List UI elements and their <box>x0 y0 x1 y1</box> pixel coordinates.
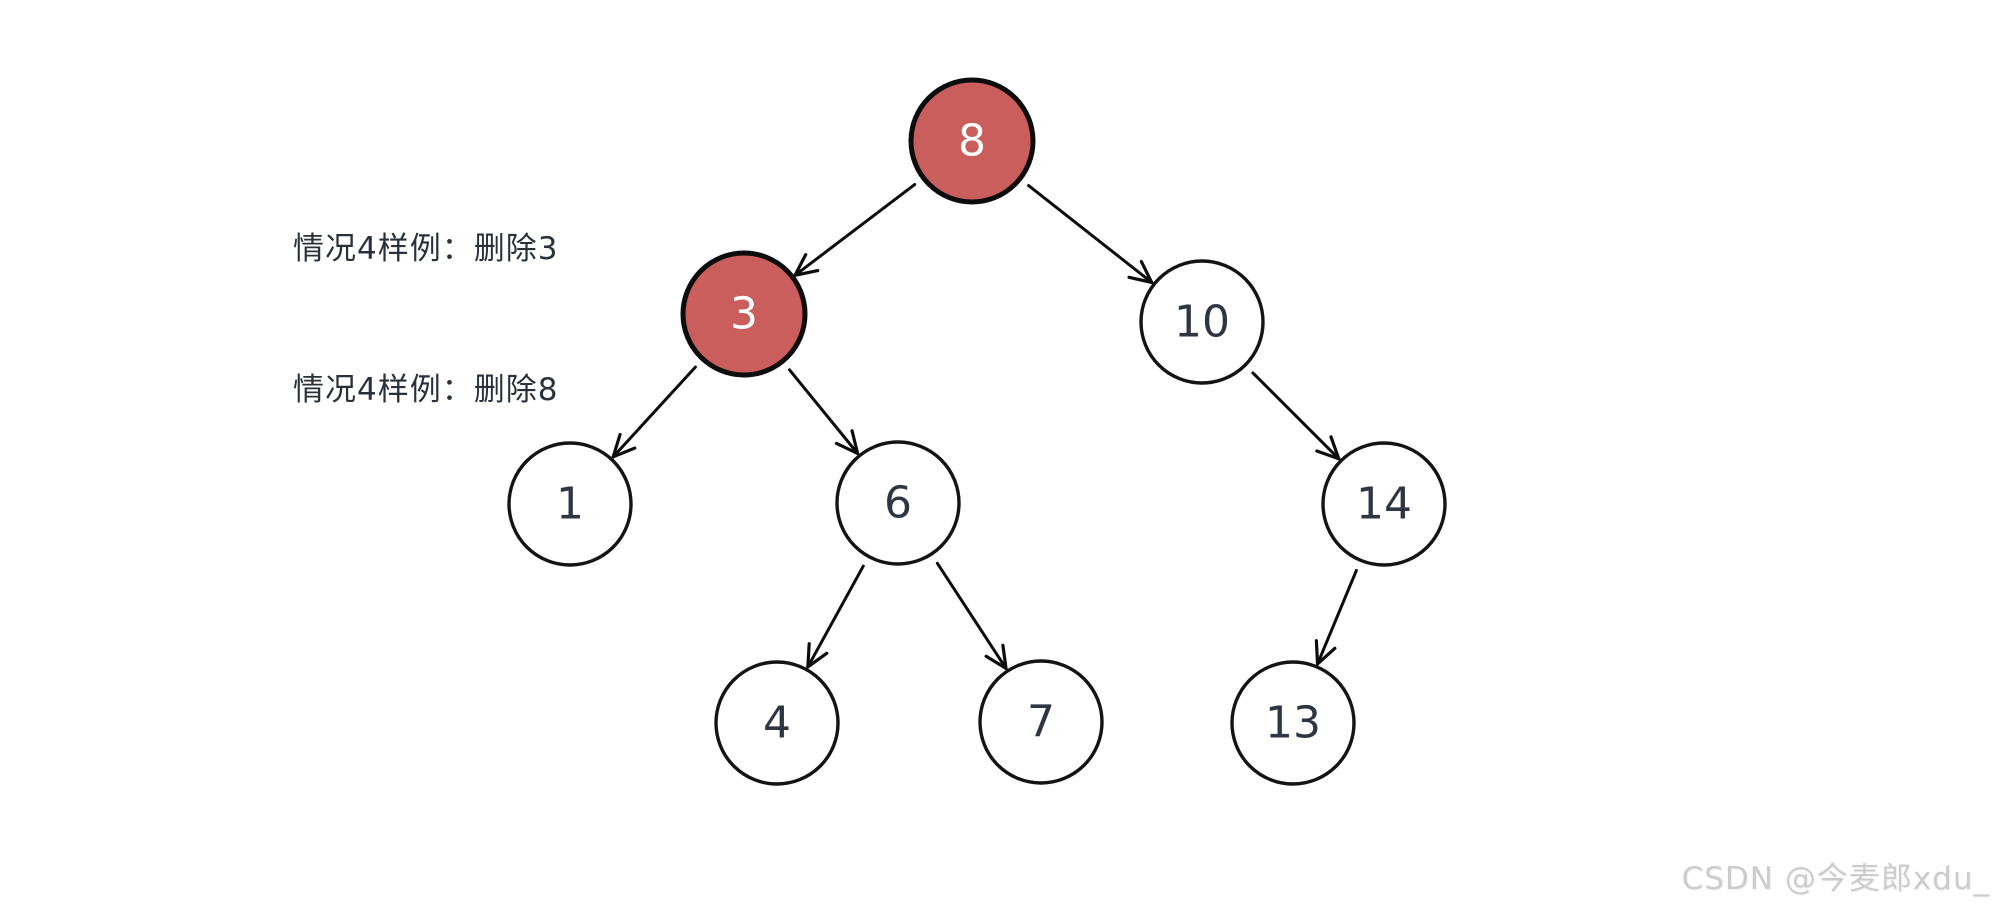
tree-node-label: 13 <box>1265 698 1321 749</box>
tree-node-6: 6 <box>835 440 961 566</box>
tree-edge-8-3 <box>793 183 917 277</box>
tree-node-circle <box>978 659 1104 785</box>
tree-node-label: 4 <box>763 698 791 749</box>
watermark: CSDN @今麦郎xdu_ <box>1681 861 1990 897</box>
tree-node-circle <box>680 250 808 378</box>
tree-node-label: 3 <box>730 289 758 340</box>
tree-node-4: 4 <box>714 660 840 786</box>
tree-edge-14-13 <box>1314 568 1358 666</box>
tree-edge-3-6 <box>787 368 860 455</box>
tree-node-7: 7 <box>978 659 1104 785</box>
tree-node-label: 1 <box>556 479 584 530</box>
tree-edge-3-1 <box>611 365 697 459</box>
tree-node-circle <box>1321 441 1447 567</box>
tree-edge-8-10 <box>1027 184 1154 285</box>
tree-edge-10-14 <box>1251 371 1341 461</box>
tree-node-label: 10 <box>1174 297 1230 348</box>
tree-node-1: 1 <box>507 441 633 567</box>
tree-node-label: 7 <box>1027 697 1055 748</box>
annotation-line-1: 情况4样例：删除3 <box>293 231 559 267</box>
tree-node-circle <box>714 660 840 786</box>
tree-node-circle <box>908 77 1036 205</box>
annotation-block: 情况4样例：删除3 情况4样例：删除8 <box>293 132 558 508</box>
tree-node-label: 14 <box>1356 479 1412 530</box>
tree-node-14: 14 <box>1321 441 1447 567</box>
tree-node-circle <box>1230 660 1356 786</box>
tree-node-8: 8 <box>908 77 1036 205</box>
tree-edge-6-4 <box>806 564 865 669</box>
tree-node-label: 6 <box>884 478 912 529</box>
tree-edge-6-7 <box>935 561 1008 671</box>
tree-node-label: 8 <box>958 116 986 167</box>
tree-node-circle <box>835 440 961 566</box>
tree-node-circle <box>507 441 633 567</box>
annotation-line-2: 情况4样例：删除8 <box>293 372 559 408</box>
tree-node-3: 3 <box>680 250 808 378</box>
tree-node-13: 13 <box>1230 660 1356 786</box>
tree-node-circle <box>1139 259 1265 385</box>
tree-node-10: 10 <box>1139 259 1265 385</box>
